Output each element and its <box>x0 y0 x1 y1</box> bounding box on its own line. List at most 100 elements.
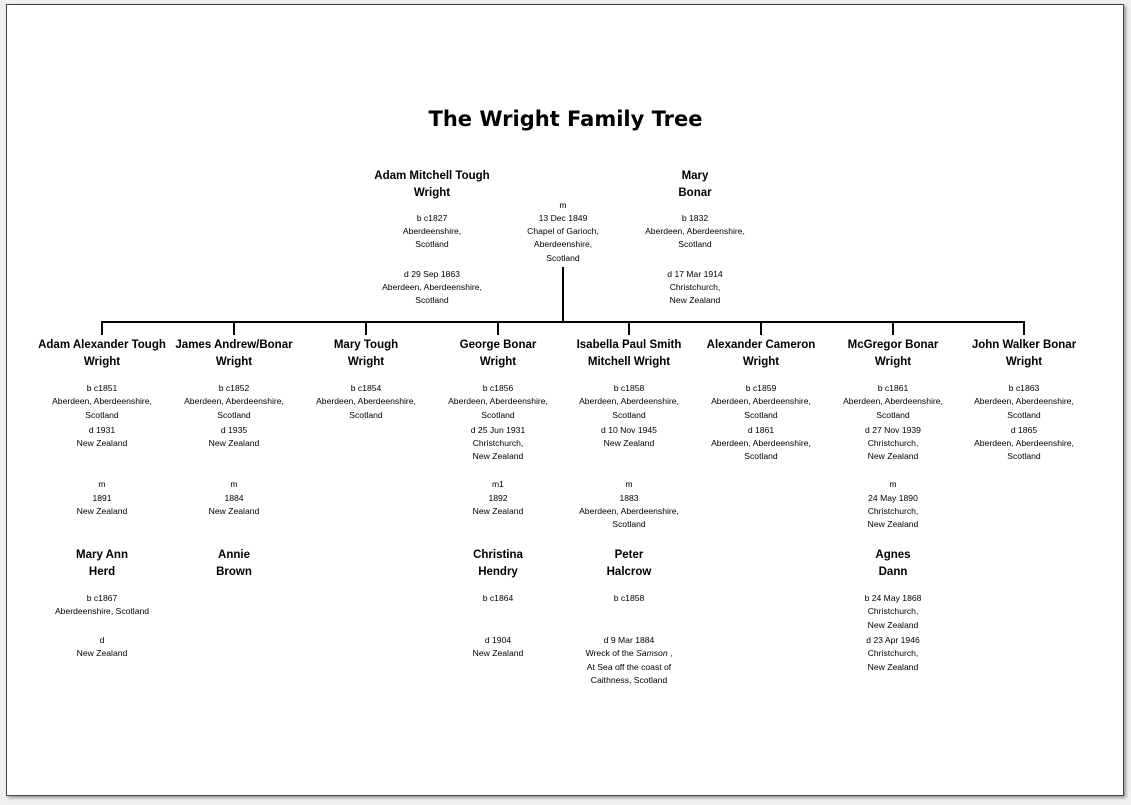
child-death-country: Scotland <box>744 451 778 461</box>
child-drop-line <box>101 321 103 335</box>
child-name-line1: James Andrew/Bonar <box>175 339 293 351</box>
document-page <box>6 4 1124 796</box>
spouse-birth-date: b c1858 <box>613 593 645 603</box>
child-marriage-label: m1 <box>492 479 504 489</box>
ship-name: Samson <box>636 648 668 658</box>
spouse-birth-country: New Zealand <box>867 620 919 630</box>
child-birth-date: b c1859 <box>745 383 777 393</box>
spouse-death-location: At Sea off the coast of <box>586 662 672 672</box>
child-marriage-date: 24 May 1890 <box>868 493 918 503</box>
children-connector-line <box>101 321 1025 323</box>
spouse-death-place-prefix: Wreck of the <box>585 648 637 658</box>
child-death-place: Christchurch, <box>867 438 919 448</box>
spouse-death-place: New Zealand <box>76 648 128 658</box>
spouse-death-country: New Zealand <box>867 662 919 672</box>
spouse-death-place: Christchurch, <box>867 648 919 658</box>
child-name-line2: Mitchell Wright <box>587 356 671 368</box>
child-name-line2: Wright <box>874 356 912 368</box>
father-birth-place: Aberdeenshire, <box>402 226 462 236</box>
child-death-place: New Zealand <box>208 438 260 448</box>
mother-name-line1: Mary <box>681 170 709 182</box>
child-name-line2: Wright <box>347 356 385 368</box>
child-marriage-date: 1884 <box>224 493 244 503</box>
child-birth-country: Scotland <box>349 410 383 420</box>
child-birth-date: b c1852 <box>218 383 250 393</box>
child-marriage-place: New Zealand <box>76 506 128 516</box>
child-marriage-place: Christchurch, <box>867 506 919 516</box>
child-name-line2: Wright <box>1005 356 1043 368</box>
spouse-death-date: d 1904 <box>484 635 512 645</box>
spouse-name-line2: Herd <box>88 566 116 578</box>
child-birth-date: b c1861 <box>877 383 909 393</box>
spouse-birth-date: b c1867 <box>86 593 118 603</box>
spouse-name-line1: Agnes <box>875 549 911 561</box>
father-birth-country: Scotland <box>415 239 449 249</box>
mother-death-country: New Zealand <box>669 295 721 305</box>
child-death-place: Christchurch, <box>472 438 524 448</box>
child-marriage-date: 1891 <box>92 493 112 503</box>
child-birth-country: Scotland <box>217 410 251 420</box>
child-birth-place: Aberdeen, Aberdeenshire, <box>448 396 548 406</box>
mother-name-line2: Bonar <box>678 187 712 199</box>
child-birth-date: b c1863 <box>1008 383 1040 393</box>
child-name-line2: Wright <box>83 356 121 368</box>
child-birth-date: b c1854 <box>350 383 382 393</box>
child-death-date: d 25 Jun 1931 <box>470 425 526 435</box>
child-death-date: d 27 Nov 1939 <box>865 425 921 435</box>
child-name-line1: George Bonar <box>459 339 537 351</box>
child-name-line1: Mary Tough <box>333 339 399 351</box>
child-drop-line <box>628 321 630 335</box>
child-name-line1: McGregor Bonar <box>847 339 939 351</box>
spouse-name-line2: Halcrow <box>606 566 652 578</box>
mother-death-place: Christchurch, <box>669 282 721 292</box>
child-drop-line <box>1023 321 1025 335</box>
child-birth-date: b c1856 <box>482 383 514 393</box>
child-marriage-place: New Zealand <box>472 506 524 516</box>
parents-marriage-date: 13 Dec 1849 <box>538 213 588 223</box>
spouse-birth-date: b c1864 <box>482 593 514 603</box>
child-birth-country: Scotland <box>85 410 119 420</box>
spouse-death-place: New Zealand <box>472 648 524 658</box>
child-drop-line <box>233 321 235 335</box>
parents-marriage-country: Scotland <box>546 253 580 263</box>
child-name-line1: Adam Alexander Tough <box>38 339 166 351</box>
father-name-line1: Adam Mitchell Tough <box>374 170 490 182</box>
child-marriage-country: New Zealand <box>867 519 919 529</box>
child-marriage-label: m <box>625 479 633 489</box>
child-marriage-place: New Zealand <box>208 506 260 516</box>
father-birth-date: b c1827 <box>416 213 448 223</box>
parents-marriage-place: Chapel of Garioch, <box>527 226 599 236</box>
spouse-name-line2: Dann <box>878 566 908 578</box>
child-death-date: d 1935 <box>220 425 248 435</box>
child-death-country: New Zealand <box>472 451 524 461</box>
child-birth-country: Scotland <box>1007 410 1041 420</box>
child-birth-country: Scotland <box>481 410 515 420</box>
child-death-date: d 1931 <box>88 425 116 435</box>
child-marriage-label: m <box>98 479 106 489</box>
child-birth-place: Aberdeen, Aberdeenshire, <box>316 396 416 406</box>
child-drop-line <box>892 321 894 335</box>
child-birth-country: Scotland <box>876 410 910 420</box>
child-birth-place: Aberdeen, Aberdeenshire, <box>52 396 152 406</box>
spouse-birth-date: b 24 May 1868 <box>864 593 922 603</box>
father-name-line2: Wright <box>413 187 451 199</box>
child-marriage-label: m <box>230 479 238 489</box>
child-marriage-place: Aberdeen, Aberdeenshire, <box>579 506 679 516</box>
spouse-name-line2: Hendry <box>478 566 518 578</box>
parents-marriage-label: m <box>559 200 567 210</box>
child-name-line1: John Walker Bonar <box>971 339 1077 351</box>
parents-descent-line <box>562 267 564 322</box>
child-marriage-date: 1883 <box>619 493 639 503</box>
child-birth-place: Aberdeen, Aberdeenshire, <box>974 396 1074 406</box>
spouse-birth-place: Aberdeenshire, Scotland <box>54 606 150 616</box>
child-name-line2: Wright <box>215 356 253 368</box>
child-death-place: Aberdeen, Aberdeenshire, <box>711 438 811 448</box>
spouse-death-place-line: Wreck of the Samson , <box>554 647 704 660</box>
child-marriage-date: 1892 <box>488 493 508 503</box>
child-birth-date: b c1858 <box>613 383 645 393</box>
spouse-name-line1: Mary Ann <box>76 549 128 561</box>
child-birth-country: Scotland <box>744 410 778 420</box>
child-marriage-label: m <box>889 479 897 489</box>
spouse-death-date: d 23 Apr 1946 <box>866 635 920 645</box>
mother-birth-country: Scotland <box>678 239 712 249</box>
